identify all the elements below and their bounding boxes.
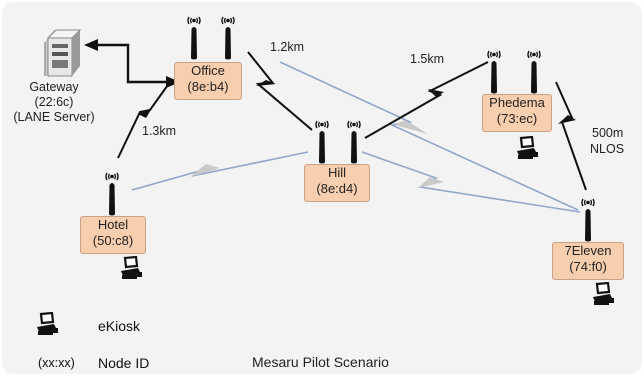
hotel-ekiosk-icon	[119, 256, 144, 280]
gateway-label-line3: (LANE Server)	[13, 110, 95, 124]
node-7eleven-name: 7Eleven	[564, 243, 612, 258]
nlos-label: NLOS	[590, 142, 625, 156]
link-hotel-office	[117, 81, 171, 159]
node-hill-name: Hill	[327, 165, 347, 180]
node-hotel-name: Hotel	[97, 217, 129, 232]
legend-ekiosk-label: eKiosk	[98, 318, 141, 334]
node-office-id: (8e:b4)	[187, 79, 229, 94]
node-phedema: Phedema (73:ec)	[482, 94, 552, 132]
hill-antenna-1-icon	[315, 120, 329, 164]
gateway-label-line2: (22:6c)	[34, 95, 74, 109]
office-antenna-1-icon	[187, 16, 201, 60]
link-office-7eleven	[279, 61, 579, 211]
hotel-antenna-icon	[105, 172, 119, 216]
link-hill-phedema	[364, 61, 489, 139]
distance-phedema-7eleven: 500m	[592, 126, 624, 140]
phedema-antenna-2-icon	[527, 50, 541, 94]
distance-hill-phedema: 1.5km	[410, 52, 445, 66]
phedema-antenna-1-icon	[487, 50, 501, 94]
legend-node-id-symbol: (xx:xx)	[38, 356, 75, 370]
link-hill-7eleven	[361, 151, 581, 213]
node-7eleven: 7Eleven (74:f0)	[552, 242, 624, 280]
node-office: Office (8e:b4)	[174, 62, 242, 100]
node-office-name: Office	[191, 63, 225, 78]
7eleven-antenna-icon	[581, 198, 595, 242]
gateway-label: Gateway (22:6c) (LANE Server)	[12, 80, 96, 125]
node-hotel-id: (50:c8)	[92, 233, 134, 248]
gateway-office-arrow	[84, 39, 180, 88]
node-7eleven-id: (74:f0)	[569, 259, 607, 274]
node-hill: Hill (8e:d4)	[304, 164, 370, 202]
phedema-ekiosk-icon	[515, 136, 540, 160]
gateway-label-line1: Gateway	[29, 80, 79, 94]
node-phedema-name: Phedema	[489, 95, 545, 110]
gateway-server-icon	[44, 29, 82, 77]
7eleven-ekiosk-icon	[591, 282, 616, 306]
diagram-caption: Mesaru Pilot Scenario	[252, 354, 389, 370]
distance-hotel-office: 1.3km	[142, 124, 177, 138]
node-phedema-id: (73:ec)	[496, 111, 538, 126]
node-hill-id: (8e:d4)	[316, 181, 358, 196]
node-hotel: Hotel (50:c8)	[80, 216, 146, 254]
legend-ekiosk-icon	[35, 312, 60, 336]
office-antenna-2-icon	[221, 16, 235, 60]
link-phedema-7eleven	[555, 81, 587, 191]
distance-office-hill: 1.2km	[270, 40, 305, 54]
link-hotel-hill	[131, 151, 309, 191]
legend-node-id-label: Node ID	[98, 355, 150, 371]
link-office-hill	[247, 51, 313, 131]
hill-antenna-2-icon	[347, 120, 361, 164]
